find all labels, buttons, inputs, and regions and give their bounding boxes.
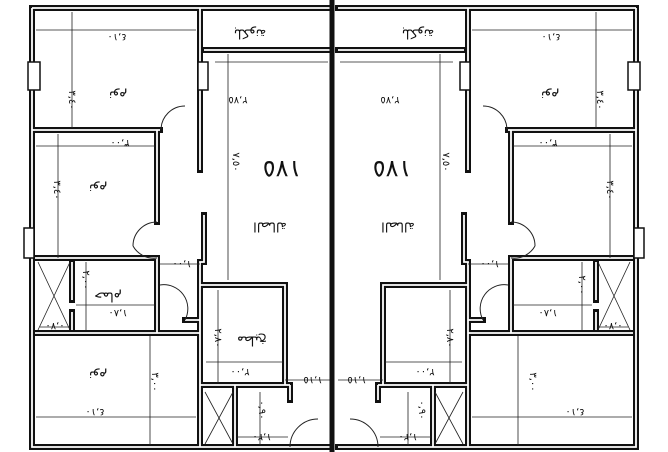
- entry-width: ١,١٥: [303, 374, 322, 385]
- kitchen-width: ٢,٠٠: [415, 366, 434, 377]
- bed2-label: نوم: [89, 181, 107, 196]
- bed3-width: ٤,١٠: [85, 406, 104, 417]
- bed3-height: ٣,٠٠: [149, 372, 160, 391]
- wc-height: ٠,٩٠: [416, 400, 427, 419]
- bed2-height: ٣,٤٠: [604, 180, 615, 199]
- bed1-label: نوم: [109, 88, 127, 103]
- bath-label: حمام: [94, 289, 122, 304]
- bath-height: ٢,٠٠: [576, 275, 587, 294]
- bed2-width: ٣,٠٠: [110, 137, 129, 148]
- right-labels: بلكونة ٤,١٠ نوم ٣,٤٠ ٣,٠٠ ٣,٤٠ ٢,٧٥ ٧,٥٠…: [347, 26, 622, 443]
- hall-width: ٢,٧٥: [380, 94, 399, 105]
- bed1-height: ٣,٤٠: [594, 90, 605, 109]
- bed2-width: ٣,٠٠: [538, 137, 557, 148]
- shaft-width: ٠,٧٠: [45, 320, 64, 331]
- shaft-width: ٠,٧٠: [603, 320, 622, 331]
- hall-width: ٢,٧٥: [228, 94, 247, 105]
- hall-label: الصالة: [381, 219, 415, 234]
- bed1-label: نوم: [541, 88, 559, 103]
- bed1-width: ٤,١٠: [107, 31, 126, 42]
- entry-width: ١,١٥: [347, 374, 366, 385]
- hall-area: ١٧٥: [263, 155, 302, 183]
- bed3-width: ٤,١٠: [565, 406, 584, 417]
- bath-height: ٢,٠٠: [80, 270, 91, 289]
- bed1-width: ٤,١٠: [541, 31, 560, 42]
- wc-width: ١,٢٠: [252, 431, 271, 442]
- bed1-height: ٣,٤٠: [66, 90, 77, 109]
- bed3-height: ٣,٠٠: [527, 372, 538, 391]
- kitchen-width: ٢,٠٠: [230, 366, 249, 377]
- kitchen-label: مطبخ: [237, 333, 267, 348]
- hall-height: ٧,٥٠: [440, 152, 451, 171]
- bath-width: ١,٨٠: [108, 307, 127, 318]
- wc-height: ٠,٩٠: [256, 400, 267, 419]
- hall-area: ١٧٥: [373, 155, 412, 183]
- corridor-width: ١,٠٠: [480, 258, 499, 269]
- hall-height: ٧,٥٠: [230, 152, 241, 171]
- balcony-label: بلكونة: [402, 26, 434, 41]
- kitchen-height: ٢,٨٠: [212, 328, 223, 347]
- bath-width: ١,٨٠: [538, 307, 557, 318]
- wc-width: ١,٢٠: [398, 431, 417, 442]
- left-labels: بلكونة ٤,١٠ نوم ٣,٤٠ ٣,٠٠ نوم ٣,٤٠ ٢,٧٥ …: [45, 26, 322, 443]
- balcony-label: بلكونة: [234, 26, 266, 41]
- bed2-height: ٣,٤٠: [51, 180, 62, 199]
- bed3-label: نوم: [89, 368, 107, 383]
- hall-label: الصالة: [253, 219, 287, 234]
- kitchen-height: ٢,٨٠: [444, 328, 455, 347]
- corridor-width: ١,٠٠: [172, 258, 191, 269]
